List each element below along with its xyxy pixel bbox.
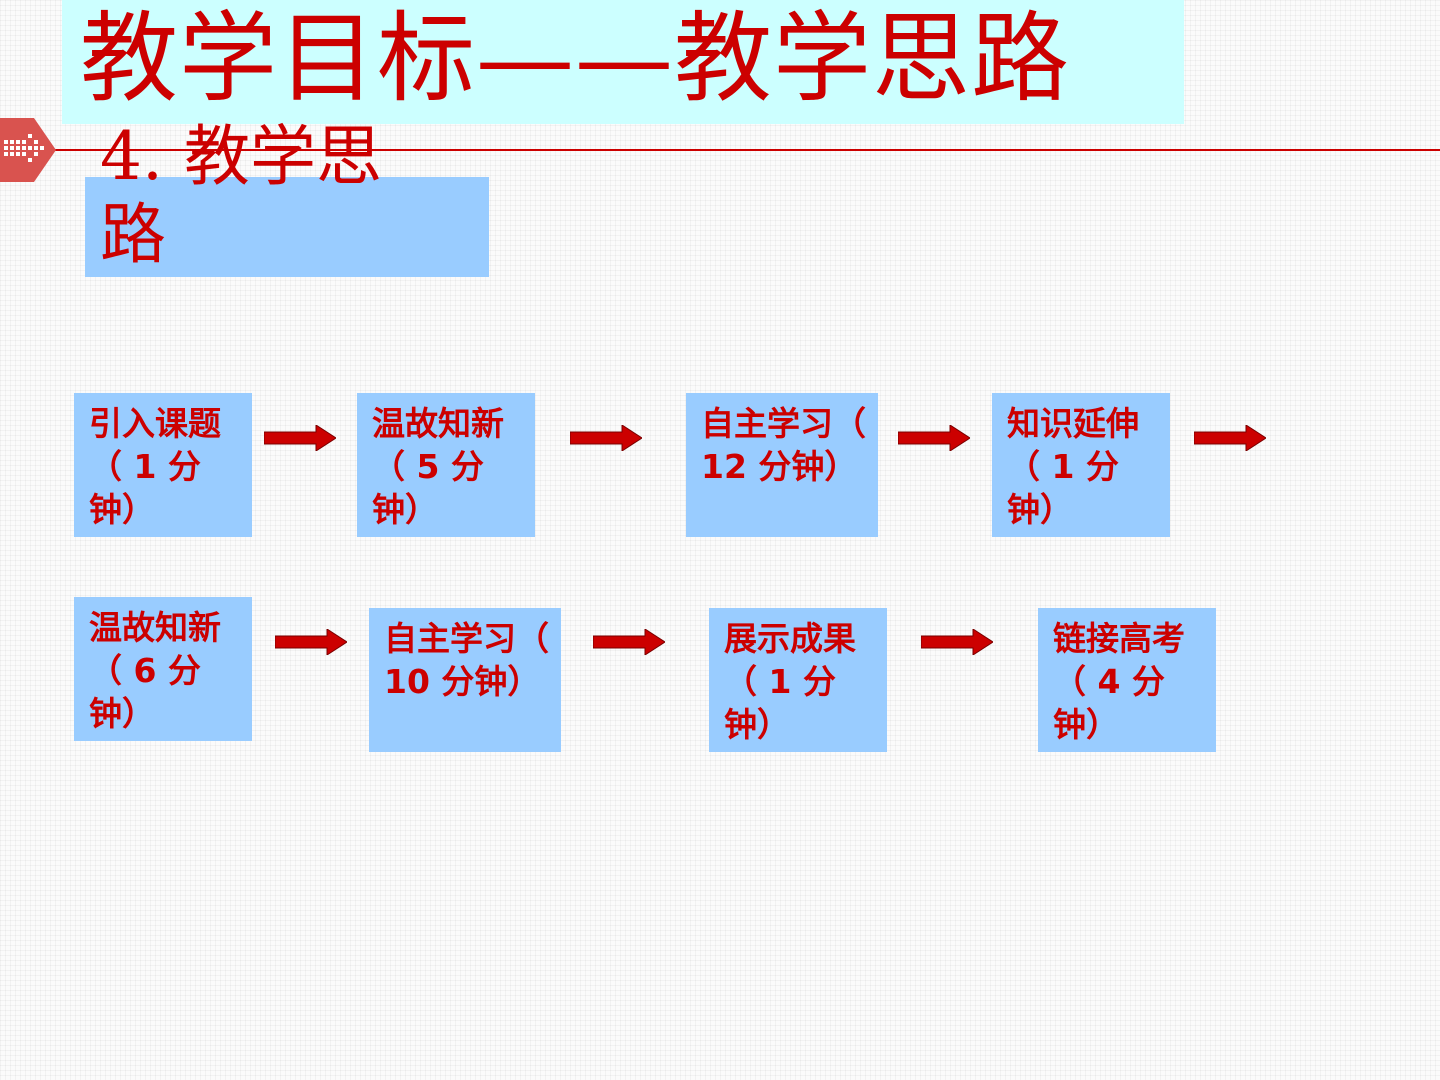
right-arrow-icon	[264, 425, 336, 451]
flow-step-review-1: 温故知新（ 5 分钟）	[357, 393, 535, 537]
right-arrow-icon	[570, 425, 642, 451]
flow-step-show-results: 展示成果（ 1 分钟）	[709, 608, 887, 752]
right-arrow-icon	[898, 425, 970, 451]
flow-step-self-study-1: 自主学习（ 12 分钟）	[686, 393, 878, 537]
arrow-tab-icon	[0, 118, 56, 182]
subtitle-background	[85, 177, 489, 277]
right-arrow-icon	[275, 629, 347, 655]
flow-step-review-2: 温故知新（ 6 分钟）	[74, 597, 252, 741]
header-divider	[40, 149, 1440, 151]
flow-step-self-study-2: 自主学习（ 10 分钟）	[369, 608, 561, 752]
flow-step-knowledge-extension: 知识延伸（ 1 分钟）	[992, 393, 1170, 537]
right-arrow-icon	[921, 629, 993, 655]
right-arrow-icon	[593, 629, 665, 655]
section-subtitle: 4. 教学思路	[100, 118, 382, 273]
title-background	[62, 0, 1184, 124]
flow-step-link-gaokao: 链接高考（ 4 分钟）	[1038, 608, 1216, 752]
flow-step-intro-topic: 引入课题（ 1 分钟）	[74, 393, 252, 537]
right-arrow-icon	[1194, 425, 1266, 451]
slide-title: 教学目标——教学思路	[80, 2, 1071, 116]
